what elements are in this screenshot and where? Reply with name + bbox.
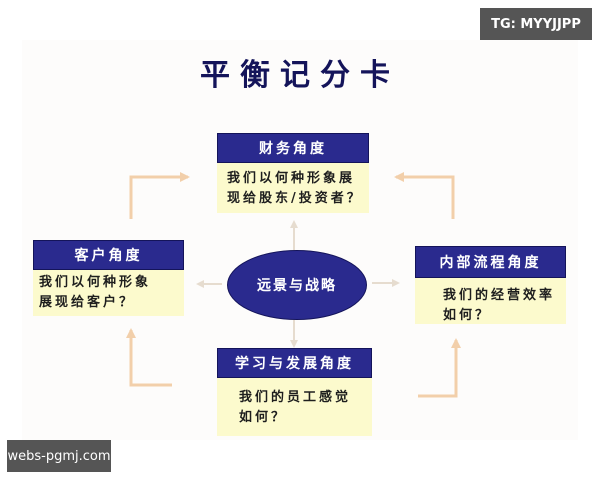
cycle-arrow-top-right xyxy=(394,172,455,219)
card-question-line: 如何？ xyxy=(443,308,492,323)
watermark-tg: TG: MYYJJPP xyxy=(480,8,592,40)
card-question-line: 如何？ xyxy=(239,410,288,425)
cycle-arrow-bottom-left xyxy=(126,328,172,387)
cycle-arrow-top-left xyxy=(129,172,190,219)
card-body: 我们以何种形象展 现给股东/投资者？ xyxy=(217,163,369,213)
diagram-title: 平衡记分卡 xyxy=(200,58,400,93)
card-question-line: 展现给客户？ xyxy=(39,295,136,310)
perspective-card-learning-growth: 学习与发展角度 我们的员工感觉 如何？ xyxy=(217,348,372,436)
card-header: 财务角度 xyxy=(217,133,369,163)
card-body: 我们的经营效率 如何？ xyxy=(415,278,566,324)
perspective-card-customer: 客户角度 我们以何种形象 展现给客户？ xyxy=(33,240,184,316)
perspective-card-internal-process: 内部流程角度 我们的经营效率 如何？ xyxy=(415,246,566,324)
card-body: 我们的员工感觉 如何？ xyxy=(217,378,372,436)
card-header: 客户角度 xyxy=(33,240,184,270)
card-header: 内部流程角度 xyxy=(415,246,566,278)
card-question-line: 我们以何种形象 xyxy=(39,275,152,290)
card-question-line: 我们的员工感觉 xyxy=(239,390,352,405)
perspective-card-finance: 财务角度 我们以何种形象展 现给股东/投资者？ xyxy=(217,133,369,213)
card-question-line: 我们以何种形象展 xyxy=(227,171,356,186)
card-question-line: 现给股东/投资者？ xyxy=(227,191,363,206)
card-question-line: 我们的经营效率 xyxy=(443,288,556,303)
center-vision-strategy: 远景与战略 xyxy=(227,250,367,320)
watermark-website: webs-pgmj.com xyxy=(7,440,111,472)
cycle-arrow-bottom-right xyxy=(418,338,461,398)
card-body: 我们以何种形象 展现给客户？ xyxy=(33,270,184,316)
card-header: 学习与发展角度 xyxy=(217,348,372,378)
